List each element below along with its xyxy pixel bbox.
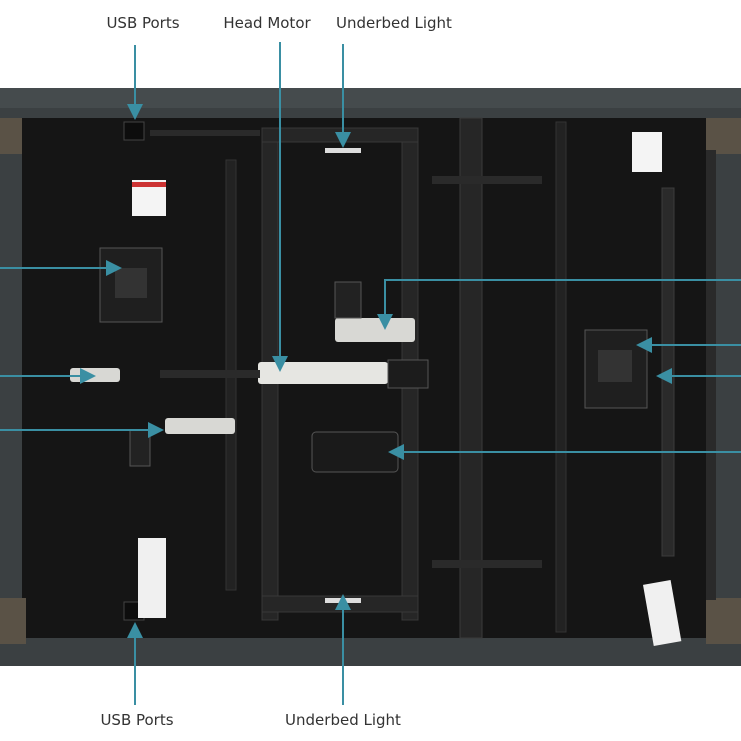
tag <box>138 538 166 618</box>
callout-lines <box>0 42 741 705</box>
center-rail <box>459 117 483 639</box>
head-motor <box>258 362 388 384</box>
crossbar <box>432 560 542 568</box>
corner-block <box>706 118 741 154</box>
label-bottom-usb-ports: USB Ports <box>100 711 174 729</box>
corner-block <box>0 598 26 644</box>
label-bottom-underbed-light: Underbed Light <box>285 711 401 729</box>
callout-right-1 <box>377 279 741 330</box>
foot-motor <box>335 318 415 342</box>
label-head-motor: Head Motor <box>223 14 311 32</box>
crossbar <box>261 127 419 143</box>
crossbar <box>432 176 542 184</box>
warning-tag <box>632 132 662 172</box>
rail <box>555 121 567 633</box>
usb-port-top <box>123 121 145 141</box>
tag <box>643 580 682 646</box>
label-top-usb-ports: USB Ports <box>106 14 180 32</box>
control-box <box>311 431 399 473</box>
crossbar <box>150 130 260 136</box>
lumbar-motor <box>165 418 235 434</box>
corner-block <box>0 118 22 154</box>
label-top-underbed-light: Underbed Light <box>336 14 452 32</box>
corner-block <box>706 598 741 644</box>
underbed-light-top <box>325 148 361 153</box>
rail <box>661 187 675 557</box>
